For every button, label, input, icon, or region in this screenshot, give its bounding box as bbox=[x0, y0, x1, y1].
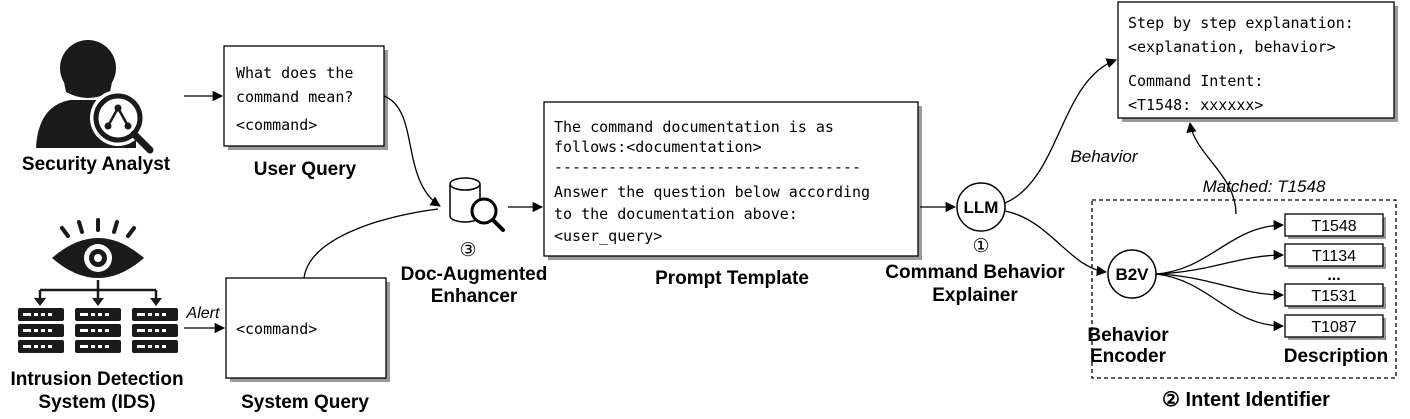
edge-llm-to-b2v bbox=[1004, 210, 1108, 277]
prompt-template-caption: Prompt Template bbox=[655, 268, 809, 289]
database-search-icon bbox=[449, 177, 505, 232]
description-label-2: T1134 bbox=[1312, 248, 1356, 265]
prompt-template-box: The command documentation is as follows:… bbox=[543, 101, 922, 260]
matched-edge-label: Matched: T1548 bbox=[1203, 177, 1326, 196]
security-analyst-label: Security Analyst bbox=[22, 154, 171, 175]
prompt-line3: Answer the question below according bbox=[554, 183, 870, 201]
description-caption: Description bbox=[1284, 346, 1389, 367]
output-box: Step by step explanation: <explanation, … bbox=[1117, 1, 1398, 122]
output-line4: <T1548: xxxxxx> bbox=[1128, 96, 1263, 114]
description-box-2: T1134 bbox=[1284, 243, 1386, 269]
alert-label: Alert bbox=[186, 305, 220, 322]
encoder-caption-line2: Encoder bbox=[1090, 346, 1167, 367]
user-query-line2: command mean? bbox=[236, 88, 353, 106]
enhancer-caption-line1: Doc-Augmented bbox=[401, 264, 548, 285]
system-query-box: <command> bbox=[225, 277, 390, 382]
description-box-1: T1548 bbox=[1284, 213, 1386, 239]
explainer-caption-line2: Explainer bbox=[932, 285, 1018, 306]
edges bbox=[184, 58, 1285, 334]
edge-llm-to-output bbox=[1004, 58, 1117, 204]
prompt-divider: ---------------------------------- bbox=[554, 158, 861, 176]
ids-servers-icon bbox=[18, 280, 178, 353]
description-box-3: T1531 bbox=[1284, 283, 1386, 309]
llm-node-label: LLM bbox=[964, 198, 999, 217]
explainer-caption-line1: Command Behavior bbox=[885, 262, 1065, 283]
intent-identifier-region bbox=[1091, 199, 1397, 379]
user-query-line1: What does the bbox=[236, 64, 353, 82]
edge-user-query-to-enhancer bbox=[383, 95, 441, 207]
ids-eye-icon bbox=[52, 218, 144, 278]
prompt-line4: to the documentation above: bbox=[554, 205, 798, 223]
user-query-box: What does the command mean? <command> bbox=[223, 45, 388, 150]
edge-matched-to-output bbox=[1186, 121, 1237, 215]
ids-label-line2: System (IDS) bbox=[38, 392, 155, 413]
ids-label-line1: Intrusion Detection bbox=[10, 369, 183, 390]
description-label-3: T1531 bbox=[1311, 288, 1356, 305]
security-analyst-icon bbox=[36, 40, 154, 154]
description-label-4: T1087 bbox=[1311, 319, 1356, 336]
prompt-line5: <user_query> bbox=[554, 227, 662, 245]
output-line1: Step by step explanation: bbox=[1128, 14, 1354, 32]
prompt-line1: The command documentation is as bbox=[554, 118, 834, 136]
edge-b2v-to-description-3 bbox=[1155, 273, 1285, 301]
output-line3: Command Intent: bbox=[1128, 72, 1263, 90]
system-query-text: <command> bbox=[236, 320, 317, 338]
prompt-line2: follows:<documentation> bbox=[554, 138, 762, 156]
output-line2: <explanation, behavior> bbox=[1128, 38, 1336, 56]
edge-b2v-to-description-1 bbox=[1155, 219, 1285, 275]
edge-b2v-to-description-2 bbox=[1155, 249, 1285, 275]
edge-system-query-to-enhancer bbox=[303, 208, 439, 279]
encoder-caption-line1: Behavior bbox=[1087, 325, 1169, 346]
system-query-caption: System Query bbox=[241, 392, 369, 413]
description-label-1: T1548 bbox=[1311, 218, 1356, 235]
description-ellipsis: ... bbox=[1327, 267, 1340, 284]
edge-b2v-to-description-4 bbox=[1155, 273, 1285, 332]
explainer-number: ① bbox=[972, 235, 989, 257]
enhancer-number: ③ bbox=[459, 239, 476, 261]
behavior-edge-label: Behavior bbox=[1070, 147, 1138, 166]
llm-node bbox=[956, 182, 1006, 232]
description-box-4: T1087 bbox=[1284, 314, 1386, 340]
intent-identifier-title: ② Intent Identifier bbox=[1162, 389, 1330, 411]
enhancer-caption-line2: Enhancer bbox=[431, 286, 518, 307]
b2v-node-label: B2V bbox=[1115, 265, 1149, 284]
user-query-caption: User Query bbox=[254, 159, 357, 180]
user-query-line3: <command> bbox=[236, 116, 317, 134]
